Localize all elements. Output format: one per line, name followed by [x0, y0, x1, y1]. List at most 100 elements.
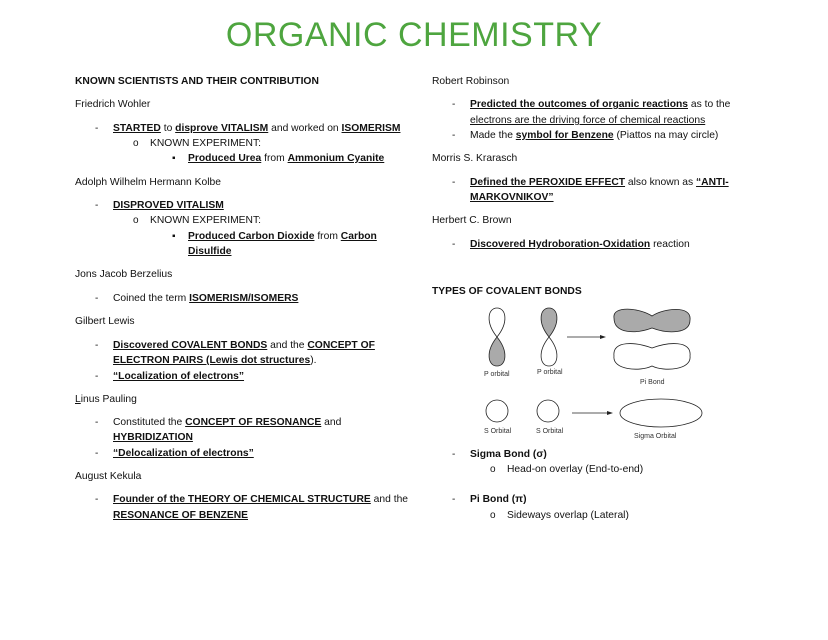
text-segment: “Delocalization of electrons” [113, 448, 254, 459]
list-item: Discovered Hydroboration-Oxidation react… [470, 238, 690, 252]
pi-bond-upper-lobe [613, 308, 691, 333]
dash-bullet-icon: - [95, 293, 99, 304]
text-segment: MARKOVNIKOV” [470, 192, 554, 203]
text-segment: and worked on [268, 123, 342, 134]
text-segment: ISOMERISM/ISOMERS [189, 293, 299, 304]
list-item: Discovered COVALENT BONDS and the CONCEP… [113, 339, 375, 353]
text-segment: “ANTI- [696, 177, 729, 188]
list-item: KNOWN EXPERIMENT: [150, 214, 261, 228]
p-orbital-label: P orbital [484, 371, 510, 378]
list-item: electrons are the driving force of chemi… [470, 114, 705, 128]
sigma-orbital-label: Sigma Orbital [634, 433, 677, 440]
text-segment: Disulfide [188, 246, 232, 257]
text-segment: CONCEPT OF [307, 340, 375, 351]
text-segment: Head-on overlay (End-to-end) [507, 464, 644, 475]
list-item: Sideways overlap (Lateral) [507, 509, 629, 523]
list-item: MARKOVNIKOV” [470, 191, 554, 205]
text-segment: reaction [650, 239, 690, 250]
text-segment: Made the [470, 130, 516, 141]
text-segment: Sigma Bond (σ) [470, 449, 547, 460]
dash-bullet-icon: - [452, 177, 456, 188]
scientist-name: Morris S. Krarasch [432, 152, 517, 166]
scientist-name: Herbert C. Brown [432, 214, 512, 228]
text-segment: Morris S. Krarasch [432, 153, 518, 164]
section-heading: KNOWN SCIENTISTS AND THEIR CONTRIBUTION [75, 75, 319, 89]
scientist-name: Jons Jacob Berzelius [75, 268, 172, 282]
circle-bullet-icon: o [133, 138, 139, 149]
list-item: Produced Carbon Dioxide from Carbon [188, 230, 377, 244]
text-segment: Founder of the THEORY OF CHEMICAL STRUCT… [113, 494, 371, 505]
text-segment: ELECTRON PAIRS (Lewis dot structures [113, 355, 311, 366]
text-segment: Defined the PEROXIDE EFFECT [470, 177, 626, 188]
text-segment: and the [370, 494, 409, 505]
text-segment: from [314, 231, 341, 242]
text-segment: Friedrich Wohler [75, 99, 151, 110]
text-segment: KNOWN EXPERIMENT: [150, 215, 261, 226]
list-item: “Delocalization of electrons” [113, 447, 254, 461]
text-segment: Discovered COVALENT BONDS [113, 340, 268, 351]
scientist-name: Gilbert Lewis [75, 315, 135, 329]
list-item: STARTED to disprove VITALISM and worked … [113, 122, 400, 136]
list-item: “Localization of electrons” [113, 370, 244, 384]
text-segment: Herbert C. Brown [432, 215, 512, 226]
text-segment: TYPES OF COVALENT BONDS [432, 286, 582, 297]
text-segment: ISOMERISM [341, 123, 401, 134]
text-segment: HYBRIDIZATION [113, 432, 193, 443]
scientist-name: Friedrich Wohler [75, 98, 150, 112]
p-orbital-1 [488, 307, 506, 367]
dash-bullet-icon: - [95, 417, 99, 428]
dash-bullet-icon: - [95, 200, 99, 211]
dash-bullet-icon: - [95, 371, 99, 382]
text-segment: from [261, 153, 288, 164]
text-segment: Coined the term [113, 293, 190, 304]
page-title: ORGANIC CHEMISTRY [225, 16, 603, 54]
sigma-orbital [619, 398, 703, 428]
text-segment: STARTED [113, 123, 161, 134]
list-item: ELECTRON PAIRS (Lewis dot structures). [113, 354, 317, 368]
text-segment: Jons Jacob Berzelius [75, 269, 173, 280]
s-orbital-2 [536, 399, 560, 423]
text-segment: inus Pauling [80, 394, 137, 405]
circle-bullet-icon: o [133, 215, 139, 226]
text-segment: symbol for Benzene [515, 130, 614, 141]
list-item: Defined the PEROXIDE EFFECT also known a… [470, 176, 729, 190]
list-item: Coined the term ISOMERISM/ISOMERS [113, 292, 298, 306]
scientist-name: Linus Pauling [75, 393, 137, 407]
dash-bullet-icon: - [95, 448, 99, 459]
list-item: Constituted the CONCEPT OF RESONANCE and [113, 416, 341, 430]
list-item: Founder of the THEORY OF CHEMICAL STRUCT… [113, 493, 408, 507]
text-segment: L [75, 394, 81, 405]
text-segment: Predicted the outcomes of organic reacti… [470, 99, 688, 110]
list-item: Predicted the outcomes of organic reacti… [470, 98, 730, 112]
text-segment: Constituted the [113, 417, 186, 428]
dash-bullet-icon: - [452, 99, 456, 110]
p-orbital-2 [540, 307, 558, 367]
list-item: DISPROVED VITALISM [113, 199, 224, 213]
text-segment: Carbon [340, 231, 377, 242]
pi-bond-lower-lobe [613, 343, 691, 370]
text-segment: also known as [625, 177, 697, 188]
section-heading: TYPES OF COVALENT BONDS [432, 285, 582, 299]
text-segment: Produced Urea [188, 153, 262, 164]
circle-bullet-icon: o [490, 464, 496, 475]
list-item: Produced Urea from Ammonium Cyanite [188, 152, 384, 166]
text-segment: disprove VITALISM [175, 123, 269, 134]
list-item: HYBRIDIZATION [113, 431, 193, 445]
text-segment: KNOWN EXPERIMENT: [150, 138, 261, 149]
dash-bullet-icon: - [452, 449, 456, 460]
scientist-name: Adolph Wilhelm Hermann Kolbe [75, 176, 221, 190]
text-segment: and [321, 417, 342, 428]
text-segment: electrons are the driving force of chemi… [470, 115, 706, 126]
s-orbital-label: S Orbital [484, 428, 512, 435]
text-segment: Robert Robinson [432, 76, 510, 87]
text-segment: Sideways overlap (Lateral) [507, 510, 629, 521]
scientist-name: Robert Robinson [432, 75, 509, 89]
list-item: RESONANCE OF BENZENE [113, 509, 248, 523]
text-segment: as to the [688, 99, 731, 110]
s-orbital-1 [485, 399, 509, 423]
dash-bullet-icon: - [452, 130, 456, 141]
text-segment: Ammonium Cyanite [287, 153, 385, 164]
arrow-icon [567, 335, 606, 339]
dash-bullet-icon: - [452, 494, 456, 505]
text-segment: Adolph Wilhelm Hermann Kolbe [75, 177, 221, 188]
